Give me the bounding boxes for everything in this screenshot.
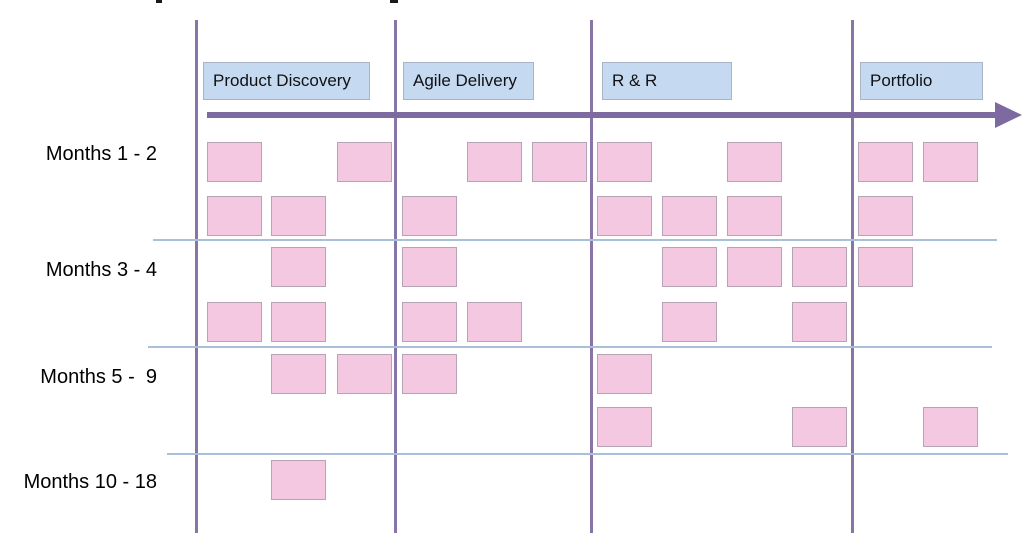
sticky-note [271, 247, 326, 287]
sticky-note [923, 142, 978, 182]
sticky-note [271, 196, 326, 236]
column-header-portfolio: Portfolio [860, 62, 983, 100]
timeline-arrow-head [995, 102, 1022, 128]
sticky-note [858, 142, 913, 182]
column-header-product-discovery: Product Discovery [203, 62, 370, 100]
sticky-note [662, 247, 717, 287]
column-divider-line [590, 20, 593, 533]
row-label-months-10-18: Months 10 - 18 [23, 471, 157, 493]
column-divider-line [851, 20, 854, 533]
sticky-note [402, 196, 457, 236]
sticky-note [662, 196, 717, 236]
sticky-note [467, 142, 522, 182]
sticky-note [467, 302, 522, 342]
sticky-note [792, 407, 847, 447]
column-divider-line [394, 20, 397, 533]
sticky-note [792, 302, 847, 342]
row-label-months-3-4: Months 3 - 4 [45, 259, 157, 281]
sticky-note [597, 354, 652, 394]
column-header-r-and-r: R & R [602, 62, 732, 100]
sticky-note [271, 354, 326, 394]
column-divider-line [195, 20, 198, 533]
row-label-months-1-2: Months 1 - 2 [45, 143, 157, 165]
sticky-note [597, 196, 652, 236]
sticky-note [207, 196, 262, 236]
cropped-text-artifact [156, 0, 162, 3]
sticky-note [597, 407, 652, 447]
sticky-note [402, 302, 457, 342]
sticky-note [337, 354, 392, 394]
sticky-note [727, 196, 782, 236]
column-header-label: Portfolio [870, 71, 933, 90]
row-divider-line [153, 239, 997, 241]
sticky-note [207, 302, 262, 342]
sticky-note [207, 142, 262, 182]
column-header-label: Agile Delivery [413, 71, 517, 90]
sticky-note [271, 460, 326, 500]
sticky-note [792, 247, 847, 287]
sticky-note [662, 302, 717, 342]
sticky-note [597, 142, 652, 182]
row-divider-line [167, 453, 1008, 455]
sticky-note [271, 302, 326, 342]
column-header-label: R & R [612, 71, 658, 90]
timeline-arrow-shaft [207, 112, 998, 118]
column-header-label: Product Discovery [213, 71, 351, 90]
row-divider-line [148, 346, 992, 348]
cropped-text-artifact [390, 0, 398, 3]
column-header-agile-delivery: Agile Delivery [403, 62, 534, 100]
sticky-note [532, 142, 587, 182]
row-label-months-5-9: Months 5 - 9 [40, 366, 157, 388]
sticky-note [858, 196, 913, 236]
sticky-note [402, 354, 457, 394]
sticky-note [337, 142, 392, 182]
sticky-note [402, 247, 457, 287]
sticky-note [923, 407, 978, 447]
sticky-note [727, 142, 782, 182]
sticky-note [858, 247, 913, 287]
sticky-note [727, 247, 782, 287]
